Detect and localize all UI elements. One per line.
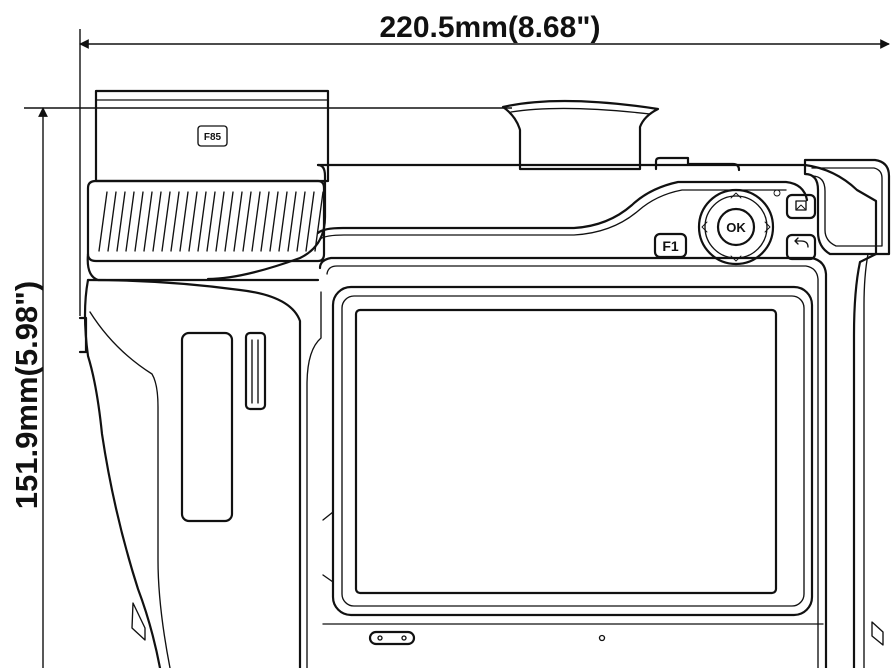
dial-left-icon [701,221,708,233]
ok-button-label: OK [726,220,746,235]
lens-assembly: F85 [86,89,330,282]
screen-bezel-inner [341,295,805,607]
dimension-lines: 220.5mm(8.68") 151.9mm(5.98") [9,11,890,668]
bottom-slot [368,630,416,646]
lens-label-plate [197,125,228,147]
lower-left-buckle [131,602,146,641]
lens-hood [94,89,330,183]
body-top-left [206,163,327,281]
f1-button-label: F1 [662,238,679,254]
microphone-hole [598,634,606,642]
back-button[interactable] [785,233,817,261]
bottom-details [368,621,884,646]
camera-controls[interactable]: F1 OK [653,188,817,266]
focus-ring-ridge [143,191,153,252]
navigation-dial-ring [704,195,768,259]
focus-ring-ridge [251,191,261,252]
right-top-tab-inner [811,167,883,247]
height-dimension-label: 151.9mm(5.98") [9,281,44,509]
screen-housing-inner [326,265,819,668]
bottom-slot-left-dot [377,635,383,641]
focus-ring-ridges [98,191,324,252]
f1-button[interactable] [653,232,688,259]
focus-ring-ridge [98,191,108,252]
dial-up-icon [730,192,742,199]
focus-ring-ridge [224,191,234,252]
touch-screen [322,285,824,625]
lower-right-buckle [871,621,884,646]
focus-ring-ridge [215,191,225,252]
focus-ring-ridge [296,191,306,252]
focus-ring-ridge [197,191,207,252]
lens-label-text: F85 [204,132,222,143]
focus-ring-outline [86,179,326,263]
focus-ring-ridge [161,191,171,252]
focus-ring-ridge [188,191,198,252]
focus-ring-ridge [116,191,126,252]
ok-button[interactable] [716,207,756,247]
focus-ring-ridge [269,191,279,252]
focus-ring-ridge [107,191,117,252]
right-panel-line [863,253,869,668]
gallery-button[interactable] [785,193,817,220]
focus-ring-ridge [170,191,180,252]
focus-ring-ridge [260,191,270,252]
left-body-panel-line [306,291,322,668]
top-step [654,156,741,172]
grip-inner-line [89,311,171,668]
left-side-strap-mount [78,316,88,354]
screen-bezel-left-notch [322,511,334,583]
dial-right-icon [764,221,771,233]
body-outer-outline [316,163,878,668]
focus-ring-ridge [233,191,243,252]
body-front-sweep-inner [319,189,787,240]
navigation-dial-outer[interactable] [697,188,775,266]
focus-ring-ridge [305,191,315,252]
camera-body [78,163,878,668]
eyecup-outline [501,99,660,171]
bottom-slot-right-dot [401,635,407,641]
width-dimension-label: 220.5mm(8.68") [379,11,600,44]
focus-ring-ridge [287,191,297,252]
focus-ring-ridge [125,191,135,252]
status-light-icon [773,189,781,197]
focus-ring-ridge [134,191,144,252]
focus-ring-ridge [242,191,252,252]
screen-display [354,308,778,595]
right-top-tab [803,158,891,256]
focus-ring-ridge [278,191,288,252]
focus-ring-ridge [206,191,216,252]
focus-ring-ridge [152,191,162,252]
focus-ring-ridge [179,191,189,252]
body-front-sweep [316,180,809,235]
lens-base-curve [86,252,320,282]
gallery-icon [795,200,807,211]
grip-outline [83,278,162,668]
back-icon [794,237,809,248]
dial-down-icon [730,255,742,262]
screen-bezel-outer [331,285,814,617]
grip-side-button [244,331,267,411]
grip-recess [180,331,234,523]
focus-ring-ridge [314,191,324,252]
grip-front-edge [86,278,302,668]
top-details [501,99,891,256]
eyecup-inner-line [510,107,651,115]
gallery-icon-mountain [796,204,806,210]
